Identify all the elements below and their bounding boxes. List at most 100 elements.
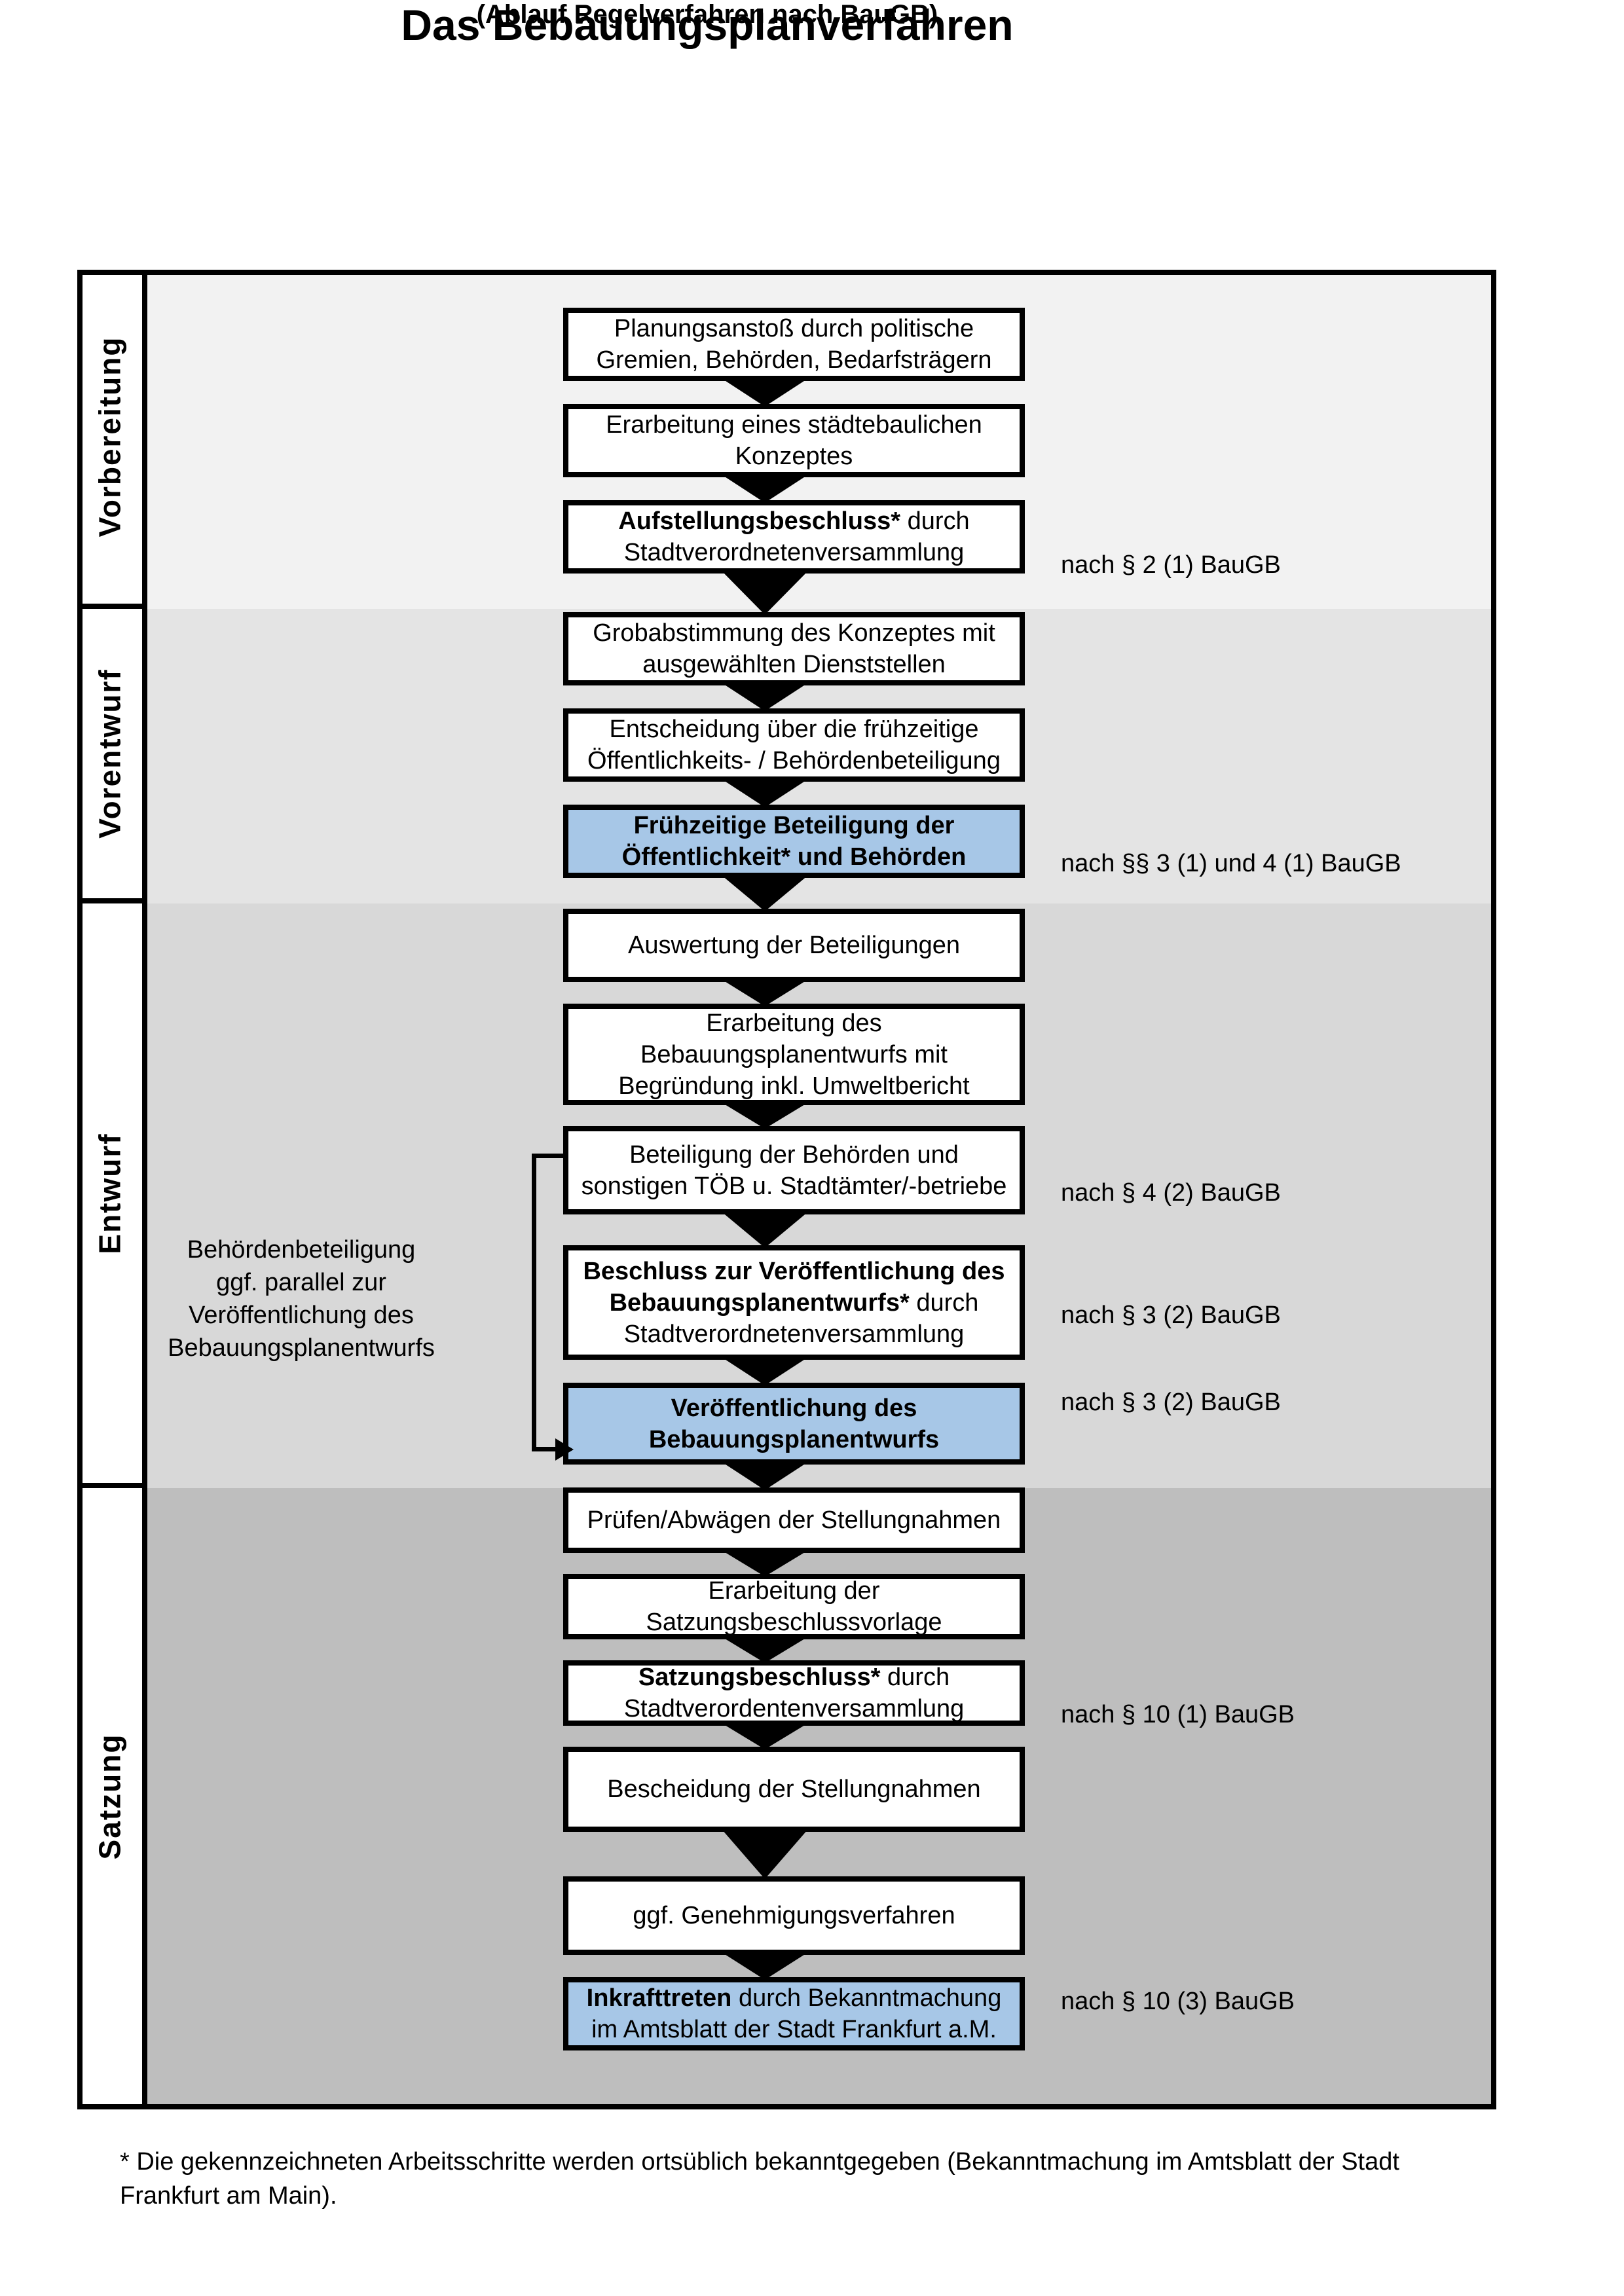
text-segment: Begründung inkl. Umweltbericht <box>618 1072 970 1100</box>
text-segment: Erarbeitung der <box>708 1577 880 1605</box>
text-segment: Aufstellungsbeschluss* <box>618 507 901 535</box>
legal-ref-b14: nach § 10 (1) BauGB <box>1061 1701 1295 1728</box>
flow-box-text-line: ausgewählten Dienststellen <box>642 649 946 680</box>
flow-box-text-line: Öffentlichkeit* und Behörden <box>622 841 967 873</box>
flow-box-b4: Grobabstimmung des Konzeptes mit ausgewäh… <box>563 612 1025 685</box>
text-segment: Öffentlichkeits- / Behördenbeteiligung <box>587 747 1001 774</box>
footnote-line: Frankfurt am Main). <box>120 2182 337 2210</box>
flow-box-text-line: Begründung inkl. Umweltbericht <box>618 1070 970 1102</box>
legal-ref-b10: nach § 3 (2) BauGB <box>1061 1302 1281 1329</box>
flow-arrow-down-icon <box>722 1357 808 1385</box>
text-segment: sonstigen TÖB u. Stadtämter/-betriebe <box>581 1172 1007 1200</box>
flow-box-text-line: Grobabstimmung des Konzeptes mit <box>593 617 995 649</box>
flow-arrow-down-icon <box>722 475 808 503</box>
flow-arrow-down-icon <box>722 1829 808 1879</box>
flow-box-text-line: Auswertung der Beteiligungen <box>628 930 960 961</box>
flow-box-text-line: Bebauungsplanentwurfs mit <box>640 1039 948 1070</box>
flow-box-text-line: Satzungsbeschluss* durch <box>638 1662 950 1693</box>
text-segment: durch <box>880 1664 950 1691</box>
flow-box-text-line: Stadtverordnetenversammlung <box>624 537 965 568</box>
flow-box-text-line: Konzeptes <box>735 441 853 472</box>
legal-ref-b3: nach § 2 (1) BauGB <box>1061 551 1281 579</box>
flow-box-text-line: Erarbeitung des <box>706 1008 881 1039</box>
flow-box-text-line: Stadtverordentenversammlung <box>624 1693 965 1724</box>
text-segment: Erarbeitung eines städtebaulichen <box>606 411 982 439</box>
text-segment: Bebauungsplanentwurfs* <box>609 1288 910 1317</box>
text-segment: Beteiligung der Behörden und <box>629 1140 959 1169</box>
flow-box-text-line: Inkrafttreten durch Bekanntmachung <box>587 1982 1002 2014</box>
text-segment: durch <box>900 507 970 535</box>
text-segment: Stadtverordentenversammlung <box>623 1695 965 1722</box>
flow-box-b12: Prüfen/Abwägen der Stellungnahmen <box>563 1487 1025 1553</box>
flow-box-text-line: Prüfen/Abwägen der Stellungnahmen <box>587 1504 1001 1536</box>
flow-arrow-down-icon <box>722 1637 808 1663</box>
flow-box-b16: ggf. Genehmigungsverfahren <box>563 1876 1025 1955</box>
flow-box-text-line: Beteiligung der Behörden und <box>629 1139 959 1171</box>
sidebar-cell-3: Entwurf <box>77 903 147 1488</box>
sidebar-label: Satzung <box>92 1733 127 1859</box>
text-segment: Inkrafttreten <box>586 1984 732 2012</box>
flow-box-text-line: Gremien, Behörden, Bedarfsträgern <box>596 344 991 376</box>
text-segment: Satzungsbeschluss* <box>638 1664 881 1691</box>
text-segment: Gremien, Behörden, Bedarfsträgern <box>596 346 992 374</box>
flow-box-b9: Beteiligung der Behörden und sonstigen TÖ… <box>563 1126 1025 1214</box>
text-segment: Stadtverordnetenversammlung <box>623 1320 965 1348</box>
legal-ref-b6: nach §§ 3 (1) und 4 (1) BauGB <box>1061 850 1401 877</box>
text-segment: Bescheidung der Stellungnahmen <box>607 1776 981 1803</box>
text-segment: Frühzeitige Beteiligung der <box>633 812 955 839</box>
text-segment: ggf. Genehmigungsverfahren <box>633 1902 955 1929</box>
sidebar-cell-1: Vorbereitung <box>77 270 147 609</box>
legal-ref-b17: nach § 10 (3) BauGB <box>1061 1988 1295 2015</box>
connector-arrow-right-icon <box>555 1438 574 1461</box>
flow-arrow-down-icon <box>722 779 808 807</box>
text-segment: durch Bekanntmachung <box>731 1984 1002 2012</box>
flow-arrow-down-icon <box>722 1212 808 1248</box>
flow-box-text-line: Satzungsbeschlussvorlage <box>646 1607 942 1638</box>
sidebar-cell-4: Satzung <box>77 1488 147 2104</box>
text-segment: Erarbeitung des <box>706 1009 882 1037</box>
flow-box-text-line: ggf. Genehmigungsverfahren <box>633 1900 955 1931</box>
text-segment: Auswertung der Beteiligungen <box>627 932 960 959</box>
connector-line <box>532 1154 536 1451</box>
text-segment: Satzungsbeschlussvorlage <box>646 1609 942 1636</box>
flow-arrow-down-icon <box>722 1462 808 1490</box>
sidebar-label: Vorbereitung <box>92 336 127 538</box>
flow-box-text-line: Öffentlichkeits- / Behördenbeteiligung <box>587 745 1001 776</box>
flow-arrow-down-icon <box>722 979 808 1006</box>
text-segment: Konzeptes <box>735 443 853 470</box>
text-segment: Veröffentlichung des <box>671 1394 917 1422</box>
flow-box-text-line: Stadtverordnetenversammlung <box>624 1319 965 1350</box>
sidebar-label: Entwurf <box>92 1132 127 1254</box>
flow-box-text-line: Erarbeitung eines städtebaulichen <box>606 409 982 441</box>
flow-box-text-line: sonstigen TÖB u. Stadtämter/-betriebe <box>581 1171 1007 1202</box>
flow-arrow-down-icon <box>722 378 808 407</box>
footnote: * Die gekennzeichneten Arbeitsschritte w… <box>120 2145 1534 2213</box>
flow-arrow-down-icon <box>722 1550 808 1576</box>
flow-arrow-down-icon <box>722 1952 808 1980</box>
text-segment: Grobabstimmung des Konzeptes mit <box>593 619 995 647</box>
text-segment: Planungsanstoß durch politische <box>614 315 974 342</box>
flow-box-text-line: Bescheidung der Stellungnahmen <box>607 1774 980 1805</box>
sidebar-label: Vorentwurf <box>92 668 127 839</box>
flow-box-b15: Bescheidung der Stellungnahmen <box>563 1747 1025 1832</box>
text-segment: Prüfen/Abwägen der Stellungnahmen <box>587 1506 1001 1534</box>
text-segment: Öffentlichkeit* und Behörden <box>621 843 967 871</box>
text-segment: ausgewählten Dienststellen <box>642 651 946 678</box>
page-subtitle: (Ablauf Regelverfahren nach BauGB) <box>476 0 938 29</box>
sidebar-cell-2: Vorentwurf <box>77 609 147 903</box>
side-annotation-line: Bebauungsplanentwurfs <box>168 1334 435 1362</box>
text-segment: Entscheidung über die frühzeitige <box>609 716 979 743</box>
flow-box-text-line: Bebauungsplanentwurfs <box>649 1424 939 1455</box>
text-segment: Bebauungsplanentwurfs <box>648 1425 940 1453</box>
side-annotation-line: Behördenbeteiligung <box>187 1236 416 1264</box>
flow-box-b7: Auswertung der Beteiligungen <box>563 909 1025 982</box>
flow-arrow-down-icon <box>722 875 808 911</box>
